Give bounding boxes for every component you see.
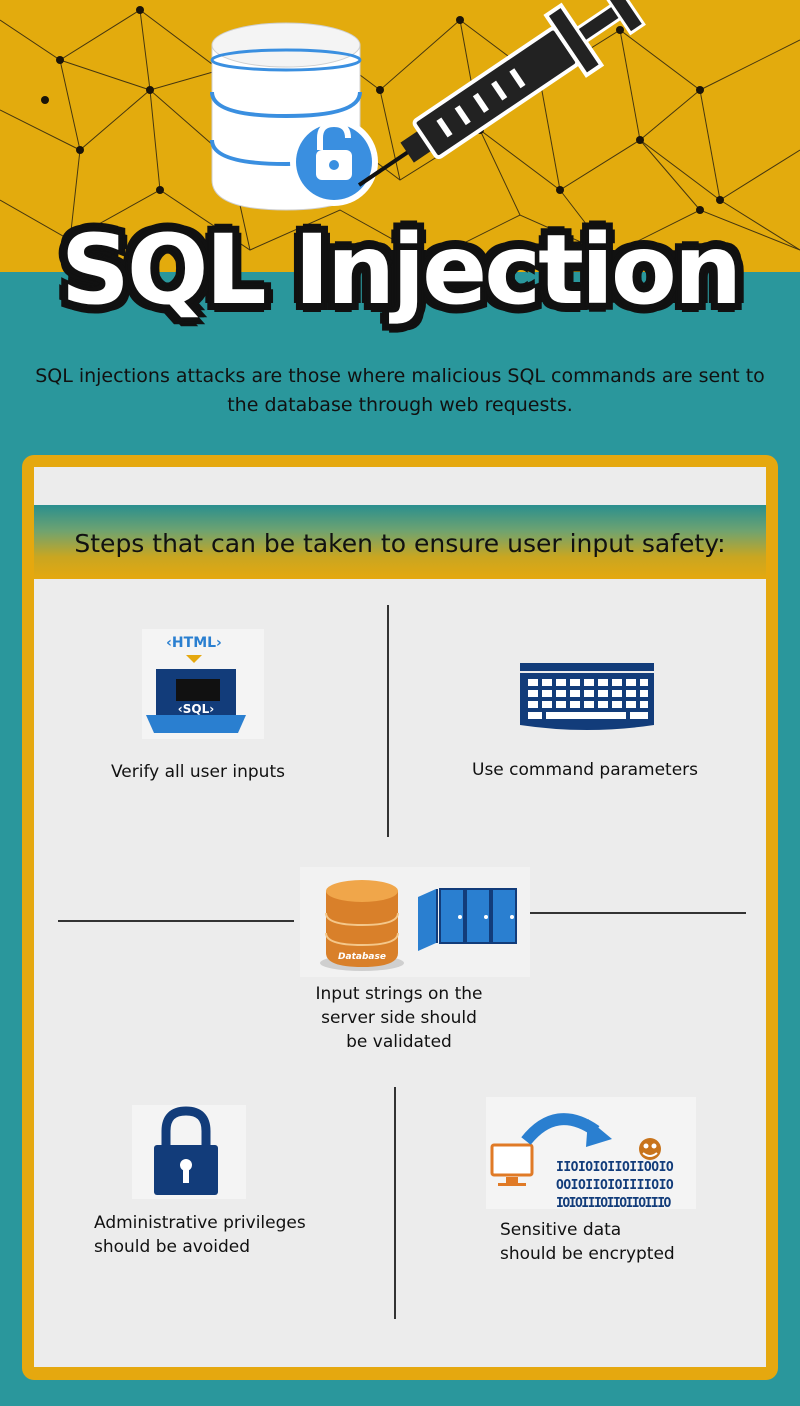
database-label-text: Database (338, 952, 386, 962)
intro-text: SQL injections attacks are those where m… (30, 362, 770, 420)
step-validate-strings-line-1: Input strings on the (315, 984, 483, 1004)
syringe-icon (357, 0, 646, 187)
database-server-icon: Database (300, 867, 530, 977)
step-verify-inputs: Verify all user inputs (111, 760, 351, 784)
step-validate-strings-line-3: be validated (346, 1032, 452, 1052)
binary-row-2: OOIOIIOIOIIIIOIO (556, 1178, 674, 1193)
hero-illustration (210, 0, 646, 211)
step-command-parameters: Use command parameters (472, 758, 732, 782)
intro-line-1: SQL injections attacks are those where m… (35, 365, 765, 387)
divider-horizontal-right (530, 912, 746, 914)
steps-banner (34, 505, 766, 579)
step-avoid-admin-privileges-line-2: should be avoided (94, 1237, 251, 1257)
sql-tag-text: ‹SQL› (178, 702, 214, 716)
html-tag-text: ‹HTML› (166, 635, 222, 651)
steps-panel: Steps that can be taken to ensure user i… (22, 455, 778, 1380)
step-command-parameters-line-1: Use command parameters (472, 760, 699, 780)
steps-panel-inner: Steps that can be taken to ensure user i… (34, 467, 766, 1367)
keyboard-icon (520, 663, 654, 730)
divider-vertical-top (387, 605, 389, 837)
binary-row-3: IOIOIIIOIIOIIOIIIO (556, 1196, 672, 1209)
step-encrypt-data: Sensitive data should be encrypted (500, 1218, 750, 1266)
step-verify-inputs-line-1: Verify all user inputs (111, 762, 285, 782)
step-validate-strings: Input strings on the server side should … (254, 982, 544, 1054)
padlock-icon (132, 1105, 246, 1199)
step-encrypt-data-line-2: should be encrypted (500, 1244, 675, 1264)
divider-horizontal-left (58, 920, 294, 922)
html-sql-laptop-icon: ‹HTML› ‹SQL› (142, 629, 264, 739)
encrypted-data-icon: IIOIOIOIIOIIOOIO OOIOIIOIOIIIIOIO IOIOII… (486, 1097, 696, 1209)
binary-row-1: IIOIOIOIIOIIOOIO (556, 1160, 674, 1175)
hero-banner (0, 0, 800, 272)
unlock-icon (290, 118, 378, 206)
steps-heading: Steps that can be taken to ensure user i… (74, 529, 726, 558)
step-avoid-admin-privileges-line-1: Administrative privileges (94, 1213, 306, 1233)
step-validate-strings-line-2: server side should (321, 1008, 477, 1028)
intro-line-2: the database through web requests. (227, 394, 573, 416)
step-encrypt-data-line-1: Sensitive data (500, 1220, 622, 1240)
divider-vertical-bottom (394, 1087, 396, 1319)
step-avoid-admin-privileges: Administrative privileges should be avoi… (94, 1211, 374, 1259)
page-title: SQL Injection (60, 214, 742, 326)
